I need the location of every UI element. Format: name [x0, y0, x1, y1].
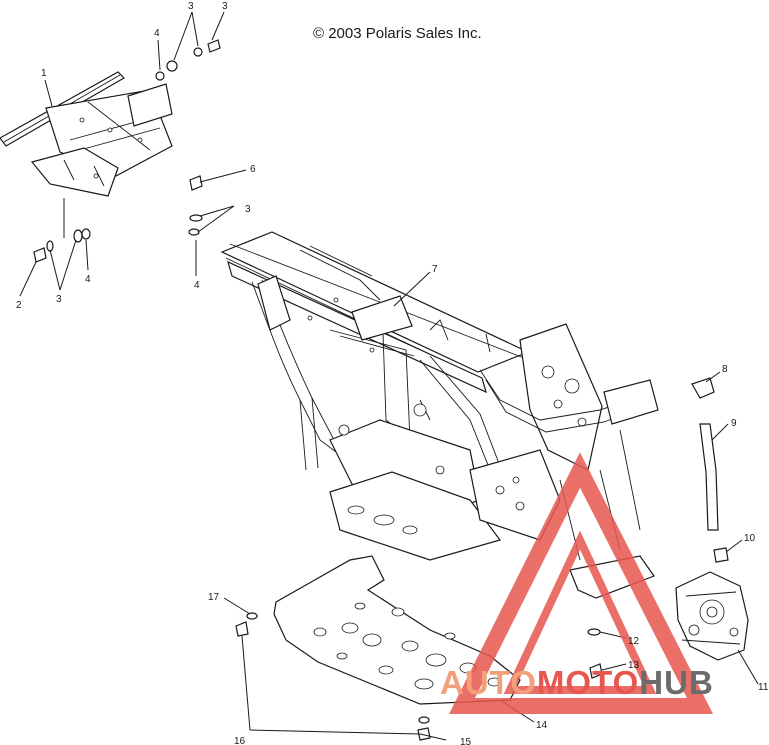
callout-6: 6 — [250, 164, 256, 175]
copyright-text: © 2003 Polaris Sales Inc. — [313, 25, 482, 42]
callout-14: 14 — [536, 720, 548, 731]
callout-3: 3 — [56, 294, 62, 305]
skid-plate — [273, 555, 521, 705]
watermark-inner-triangle — [503, 530, 657, 694]
watermark-moto: MOTO — [537, 664, 639, 701]
callout-12: 12 — [628, 636, 640, 647]
watermark-logo — [449, 452, 714, 714]
watermark-triangle — [449, 452, 714, 714]
callout-9: 9 — [731, 418, 737, 429]
callout-3: 3 — [222, 1, 228, 12]
callout-2: 2 — [16, 300, 22, 311]
hardware — [33, 39, 603, 741]
callout-1: 1 — [41, 68, 47, 79]
callout-11: 11 — [758, 682, 769, 693]
callouts: 1 2 3 3 3 3 4 4 4 6 7 8 9 10 11 12 13 14… — [16, 1, 769, 745]
watermark-auto: AUTO — [440, 664, 537, 701]
callout-13: 13 — [628, 660, 640, 671]
watermark-hub: HUB — [639, 664, 714, 701]
callout-16: 16 — [234, 736, 246, 745]
callout-17: 17 — [208, 592, 220, 603]
vent-hose — [691, 377, 729, 563]
callout-10: 10 — [744, 533, 756, 544]
front-bumper-assembly — [0, 71, 173, 197]
callout-3: 3 — [245, 204, 251, 215]
watermark-text: AUTOMOTOHUB — [440, 664, 714, 701]
callout-4: 4 — [85, 274, 91, 285]
gearcase — [675, 571, 749, 661]
callout-15: 15 — [460, 737, 472, 745]
callout-4: 4 — [194, 280, 200, 291]
callout-3: 3 — [188, 1, 194, 12]
leader-lines — [19, 11, 759, 741]
callout-4: 4 — [154, 28, 160, 39]
callout-7: 7 — [432, 264, 438, 275]
callout-8: 8 — [722, 364, 728, 375]
main-frame — [220, 231, 659, 599]
